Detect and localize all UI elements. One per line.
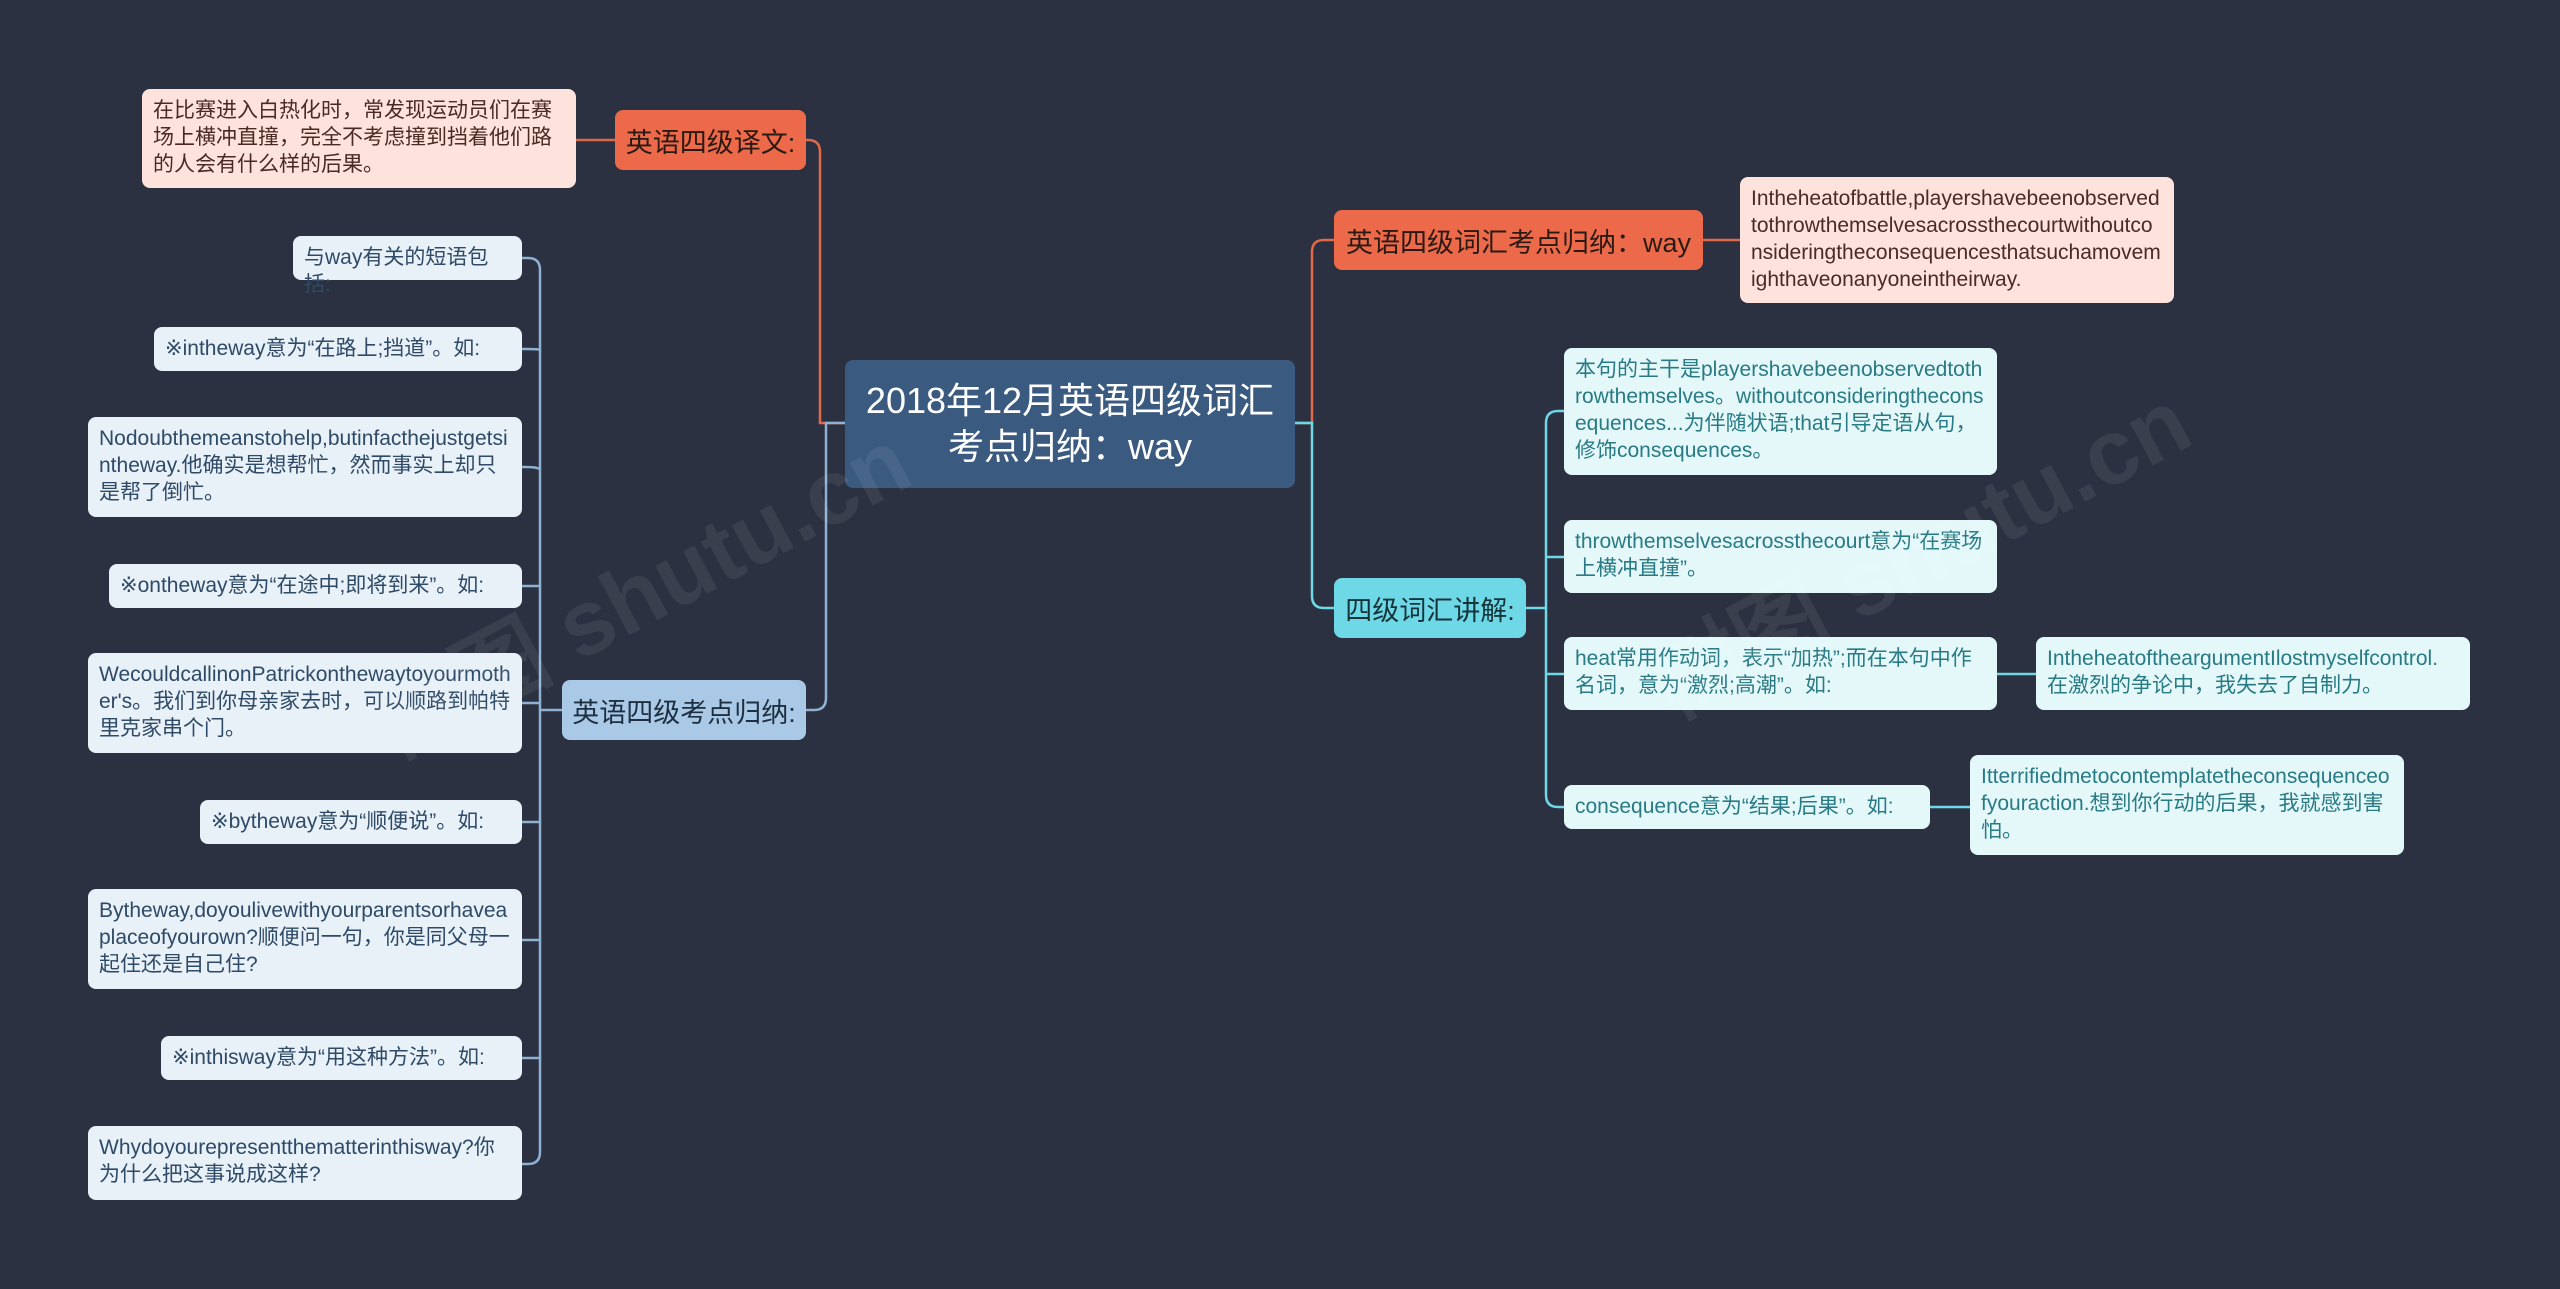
points-item-inthisway[interactable]: ※inthisway意为“用这种方法”。如: (161, 1036, 522, 1080)
branch-vocab-label: 英语四级词汇考点归纳：way (1346, 227, 1692, 258)
link-root-vocab (1295, 238, 1334, 425)
points-item-text: ※intheway意为“在路上;挡道”。如: (165, 337, 481, 360)
root-title: 2018年12月英语四级词汇考点归纳：way (865, 380, 1275, 467)
translation-text-content: 在比赛进入白热化时，常发现运动员们在赛场上横冲直撞，完全不考虑撞到挡着他们路的人… (153, 99, 552, 176)
link-explain-items (1526, 409, 1564, 809)
link-root-points (806, 421, 845, 712)
points-item-text: Whydoyourepresentthematterinthisway?你为什么… (99, 1136, 495, 1186)
translation-text[interactable]: 在比赛进入白热化时，常发现运动员们在赛场上横冲直撞，完全不考虑撞到挡着他们路的人… (142, 89, 576, 188)
branch-explain[interactable]: 四级词汇讲解: (1334, 578, 1526, 638)
explain-item-consequence[interactable]: consequence意为“结果;后果”。如: (1564, 785, 1930, 829)
link-root-explain (1295, 421, 1334, 610)
heat-example[interactable]: IntheheatoftheargumentIlostmyselfcontrol… (2036, 637, 2470, 710)
consequence-example[interactable]: Itterrifiedmetocontemplatetheconsequence… (1970, 755, 2404, 855)
explain-item-text: 本句的主干是playershavebeenobservedtothrowthem… (1575, 358, 1984, 462)
branch-translation-label: 英语四级译文: (625, 127, 796, 158)
points-item-text: ※inthisway意为“用这种方法”。如: (172, 1046, 485, 1069)
points-item-intheway-example[interactable]: Nodoubthemeanstohelp,butinfacthejustgets… (88, 417, 522, 517)
explain-item-text: heat常用作动词，表示“加热”;而在本句中作名词，意为“激烈;高潮”。如: (1575, 647, 1972, 697)
points-item-text: ※bytheway意为“顺便说”。如: (211, 810, 485, 833)
branch-points[interactable]: 英语四级考点归纳: (562, 680, 806, 740)
points-item-intheway[interactable]: ※intheway意为“在路上;挡道”。如: (154, 327, 522, 371)
link-points-items (522, 256, 562, 1166)
explain-item-structure[interactable]: 本句的主干是playershavebeenobservedtothrowthem… (1564, 348, 1997, 475)
branch-vocab[interactable]: 英语四级词汇考点归纳：way (1334, 210, 1703, 270)
points-item-text: Nodoubthemeanstohelp,butinfacthejustgets… (99, 427, 508, 504)
points-item-inthisway-example[interactable]: Whydoyourepresentthematterinthisway?你为什么… (88, 1126, 522, 1200)
explain-item-throw[interactable]: throwthemselvesacrossthecourt意为“在赛场上横冲直撞… (1564, 520, 1997, 593)
points-item-bytheway[interactable]: ※bytheway意为“顺便说”。如: (200, 800, 522, 844)
branch-explain-label: 四级词汇讲解: (1345, 595, 1515, 626)
points-item-text: ※ontheway意为“在途中;即将到来”。如: (120, 574, 485, 597)
explain-item-heat[interactable]: heat常用作动词，表示“加热”;而在本句中作名词，意为“激烈;高潮”。如: (1564, 637, 1997, 710)
heat-example-text: IntheheatoftheargumentIlostmyselfcontrol… (2047, 647, 2439, 697)
points-item-ontheway[interactable]: ※ontheway意为“在途中;即将到来”。如: (109, 564, 522, 608)
points-item-text: WecouldcallinonPatrickonthewaytoyourmoth… (99, 663, 511, 740)
link-root-translation (806, 138, 845, 425)
points-item-bytheway-example[interactable]: Bytheway,doyoulivewithyourparentsorhavea… (88, 889, 522, 989)
branch-translation[interactable]: 英语四级译文: (615, 110, 806, 170)
root-topic[interactable]: 2018年12月英语四级词汇考点归纳：way (845, 360, 1295, 488)
vocab-text-content: Intheheatofbattle,playershavebeenobserve… (1751, 187, 2161, 291)
explain-item-text: consequence意为“结果;后果”。如: (1575, 795, 1894, 818)
points-item-text: 与way有关的短语包括: (304, 246, 489, 296)
consequence-example-text: Itterrifiedmetocontemplatetheconsequence… (1981, 765, 2390, 842)
vocab-text[interactable]: Intheheatofbattle,playershavebeenobserve… (1740, 177, 2174, 303)
points-item-phrases[interactable]: 与way有关的短语包括: (293, 236, 522, 296)
points-item-ontheway-example[interactable]: WecouldcallinonPatrickonthewaytoyourmoth… (88, 653, 522, 753)
explain-item-text: throwthemselvesacrossthecourt意为“在赛场上横冲直撞… (1575, 530, 1983, 580)
branch-points-label: 英语四级考点归纳: (572, 697, 796, 728)
points-item-text: Bytheway,doyoulivewithyourparentsorhavea… (99, 899, 510, 976)
